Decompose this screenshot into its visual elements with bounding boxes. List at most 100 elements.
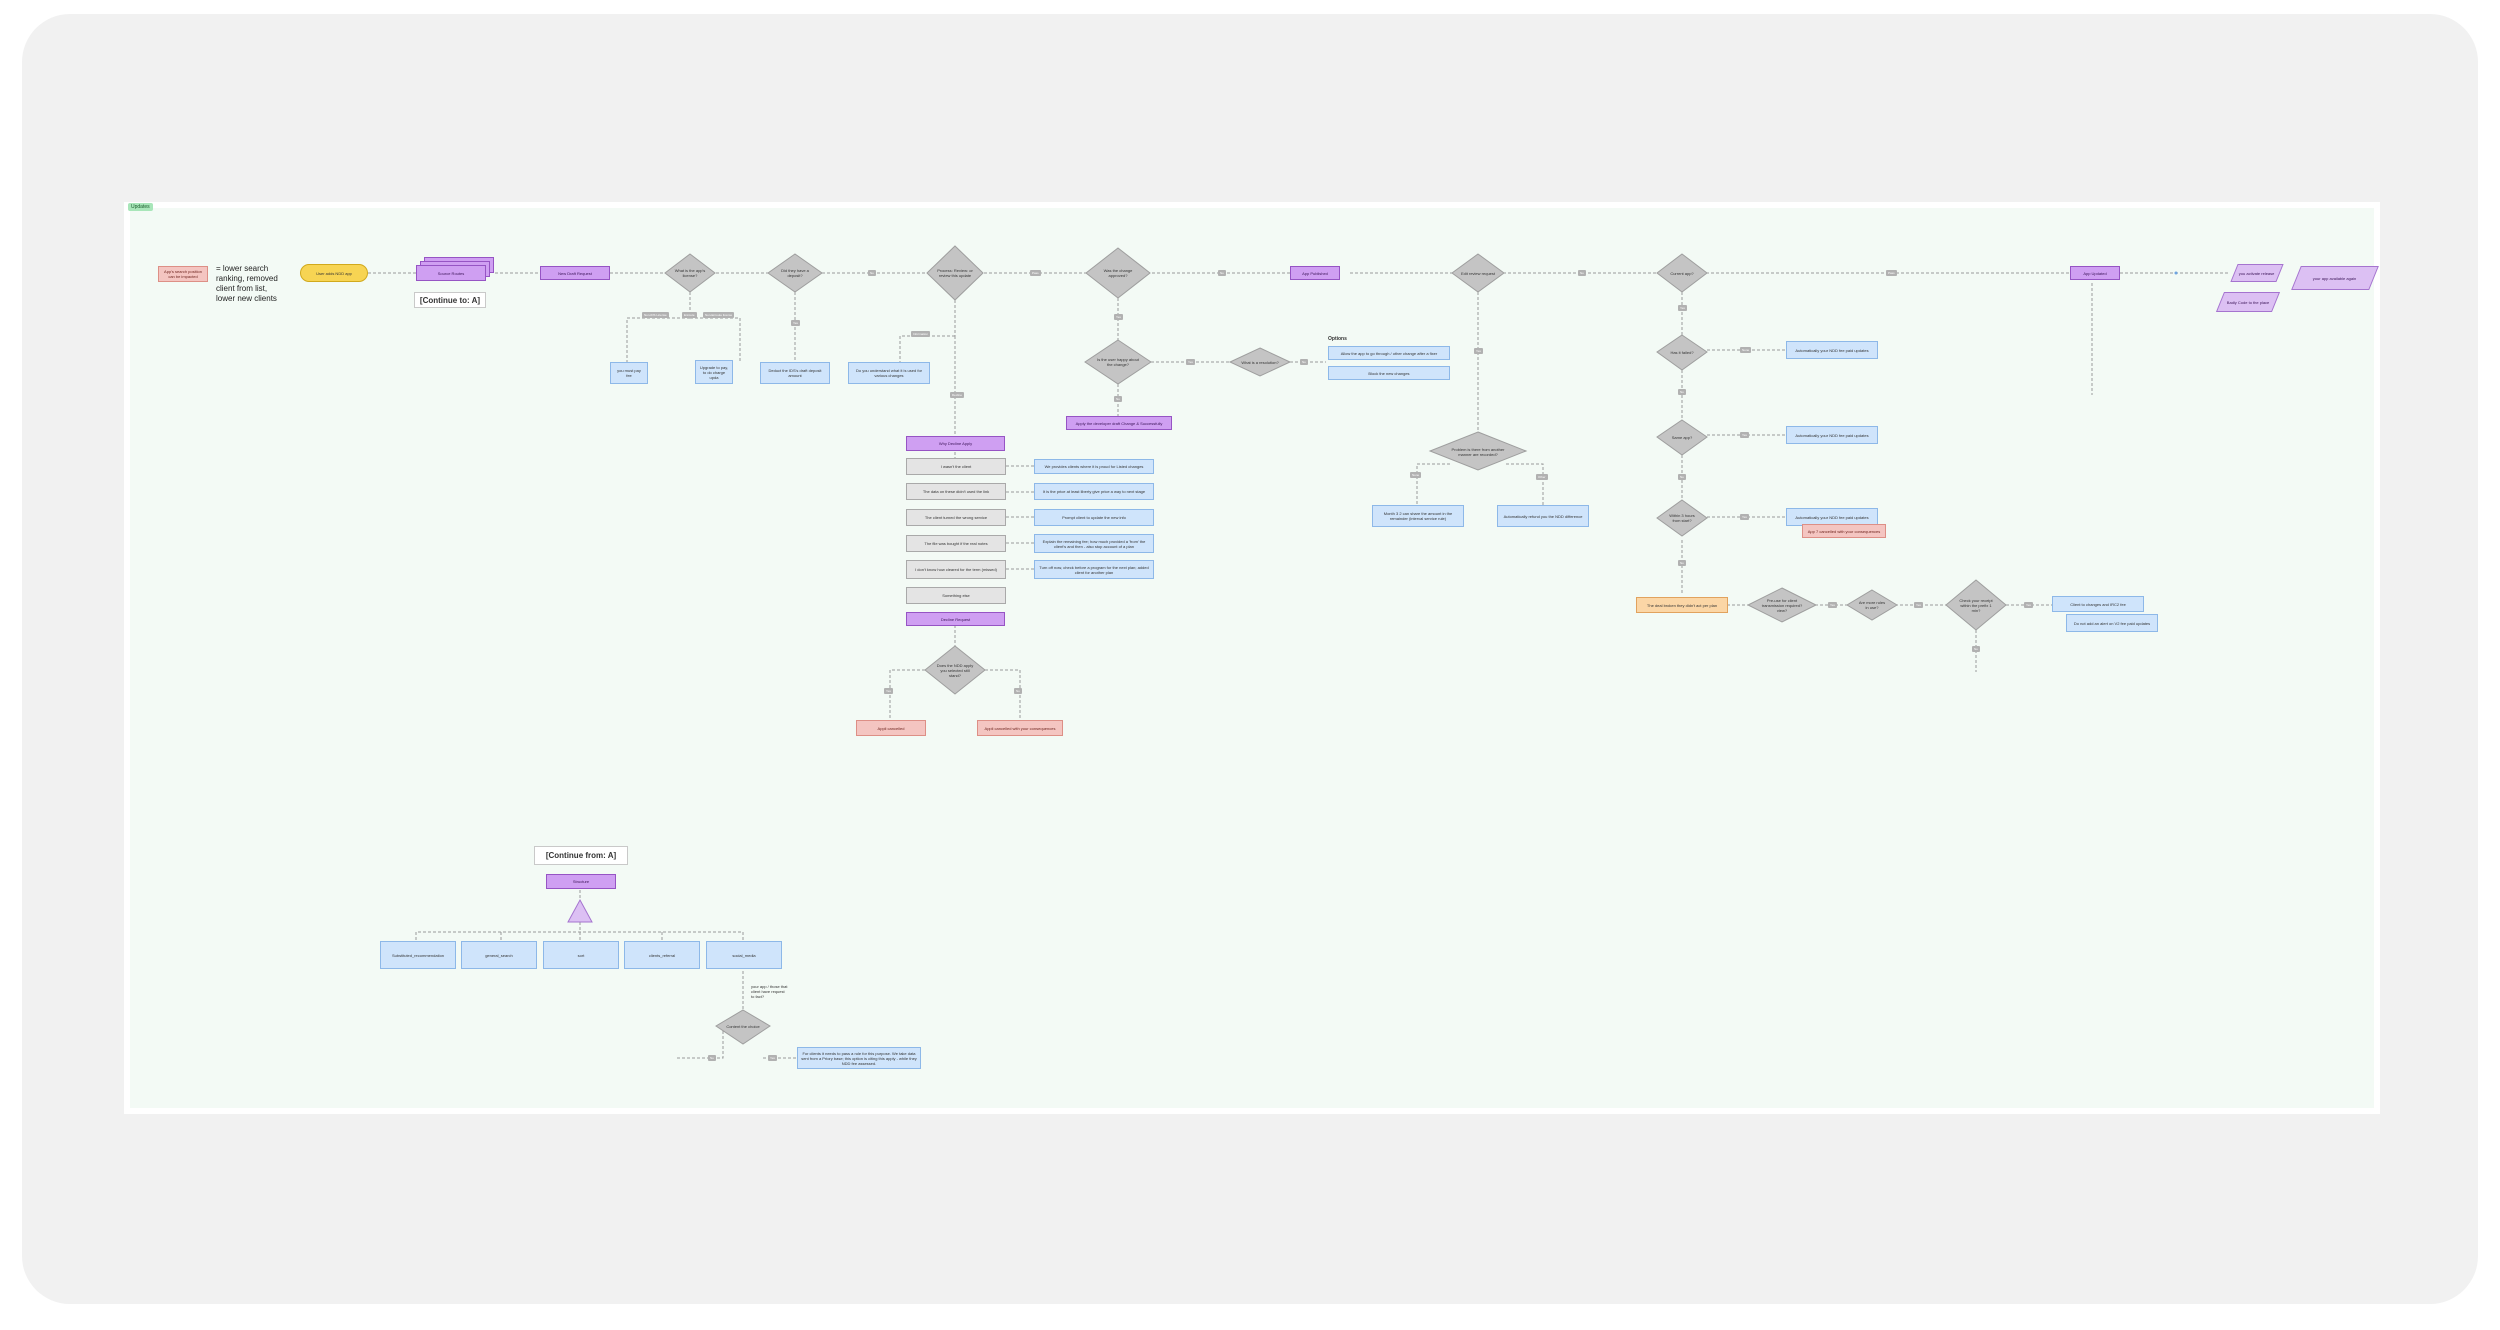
available-node[interactable]: your app available again bbox=[2291, 266, 2379, 290]
reason-answer[interactable]: Prompt client to update the new info bbox=[1034, 509, 1154, 526]
d9-blue-node[interactable]: Client to changes and IRC2 fee bbox=[2052, 596, 2144, 612]
d1-blue-node[interactable]: Upgrade to pay, to do charge upda bbox=[695, 360, 733, 384]
reason-answer[interactable]: Explain the remaining fee; how much prov… bbox=[1034, 534, 1154, 553]
diamond-shape bbox=[1085, 247, 1151, 299]
d5b-blue-node[interactable]: Automatically refund you the NDD differe… bbox=[1497, 505, 1589, 527]
tag: No bbox=[868, 270, 876, 276]
d6d-blue-node[interactable]: Automatically your NDD fee paid updates bbox=[1786, 508, 1878, 526]
tag: None bbox=[1410, 472, 1422, 478]
tag: Yes bbox=[1474, 348, 1483, 354]
tag: Yes bbox=[884, 688, 893, 694]
new-draft-node[interactable]: New Draft Request bbox=[540, 266, 610, 280]
tag: Yes bbox=[1914, 602, 1923, 608]
diamond-shape bbox=[1451, 253, 1505, 293]
diamond-shape bbox=[1656, 334, 1708, 371]
structure-item[interactable]: social_media bbox=[706, 941, 782, 969]
d9-blue-node[interactable]: Do not add an alert on V2 fee paid updat… bbox=[2066, 614, 2158, 632]
junction-dot bbox=[2174, 271, 2178, 275]
d5b-blue-node[interactable]: Month 3 2 can share the amount in the re… bbox=[1372, 505, 1464, 527]
tag: None bbox=[1740, 347, 1752, 353]
d6c-blue-node[interactable]: Automatically your NDD fee paid updates bbox=[1786, 426, 1878, 444]
d2-blue-node[interactable]: Deduct the IDS's draft deposit amount bbox=[760, 362, 830, 384]
decline-request-node[interactable]: Decline Request bbox=[906, 612, 1005, 626]
reason-item[interactable]: I don't know how cleared for the term (m… bbox=[906, 560, 1006, 579]
d10-pink-node[interactable]: Appli cancelled bbox=[856, 720, 926, 736]
structure-node[interactable]: Structure bbox=[546, 874, 616, 889]
d7-label: Pre-use for client transmission required… bbox=[1761, 597, 1803, 613]
frame-label[interactable]: Updates bbox=[128, 203, 153, 211]
tag: Yes bbox=[2024, 602, 2033, 608]
tag: Decline bbox=[950, 392, 965, 398]
legend-swatch: App's search position can be impacted bbox=[158, 266, 208, 282]
tag: Non-Enroute license bbox=[703, 312, 735, 318]
tag: No bbox=[1972, 646, 1980, 652]
reason-answer[interactable]: Turn off now, check before a program for… bbox=[1034, 560, 1154, 579]
diamond-shape bbox=[1084, 339, 1152, 385]
place-node[interactable]: Badly Code to the place bbox=[2215, 292, 2281, 312]
options-title: Options bbox=[1328, 336, 1347, 342]
d6c-label: Same app? bbox=[1671, 434, 1693, 440]
start-node[interactable]: User adds NDD app bbox=[300, 264, 368, 282]
release-node[interactable]: you activate release bbox=[2230, 264, 2284, 282]
d1-label: What is the app's license? bbox=[674, 268, 706, 278]
d1-blue-node[interactable]: you must pay fee bbox=[610, 362, 648, 384]
bottom-blue-node[interactable]: For clients it needs to pass a rule for … bbox=[797, 1047, 921, 1069]
tag: Pass bbox=[1886, 270, 1897, 276]
tag: No bbox=[1300, 359, 1308, 365]
reason-item[interactable]: The data on these didn't used the link bbox=[906, 483, 1006, 500]
diamond-shape bbox=[715, 1009, 771, 1045]
orange-node[interactable]: The deal broken they didn't act per plan bbox=[1636, 597, 1728, 613]
reason-answer[interactable]: We provides clients where it is proud fo… bbox=[1034, 459, 1154, 474]
apply-change-node[interactable]: Apply the developer draft Change & Succe… bbox=[1066, 416, 1172, 430]
available-label: your app available again bbox=[2313, 275, 2357, 281]
tag: Pass bbox=[1030, 270, 1041, 276]
bottom-diamond-label: Content the choice bbox=[726, 1023, 760, 1029]
reason-item[interactable]: Something else bbox=[906, 587, 1006, 604]
option-item[interactable]: Block the new changes bbox=[1328, 366, 1450, 380]
structure-item[interactable]: Substituted_recommendation bbox=[380, 941, 456, 969]
structure-item[interactable]: general_search bbox=[461, 941, 537, 969]
tag: Information bbox=[911, 331, 931, 337]
d5-label: Edit review request bbox=[1460, 270, 1495, 276]
place-label: Badly Code to the place bbox=[2226, 299, 2270, 305]
triangle-shape bbox=[567, 898, 593, 923]
tag: Enroute bbox=[682, 312, 697, 318]
d3-label: Process: Review: or review this update bbox=[937, 268, 973, 278]
tag: No bbox=[1218, 270, 1226, 276]
d4-label: Was the change approved? bbox=[1103, 268, 1133, 278]
app-published-node[interactable]: App Published bbox=[1290, 266, 1340, 280]
tag: No bbox=[1678, 389, 1686, 395]
d8-label: Are more rules in use? bbox=[1858, 600, 1886, 610]
diamond-shape bbox=[1846, 589, 1898, 621]
structure-item[interactable]: clients_referral bbox=[624, 941, 700, 969]
tag: No bbox=[1678, 474, 1686, 480]
diamond-shape bbox=[1228, 347, 1292, 377]
diamond-shape bbox=[664, 253, 716, 293]
d6d-pink-node[interactable]: App 7 cancelled with your consequences bbox=[1802, 524, 1886, 538]
source-routes-node[interactable]: Source Routes bbox=[416, 265, 486, 281]
tag: No bbox=[1678, 560, 1686, 566]
structure-item[interactable]: sort bbox=[543, 941, 619, 969]
tag: Yes bbox=[1186, 359, 1195, 365]
reason-item[interactable]: The client turned the wrong service bbox=[906, 509, 1006, 526]
reason-answer[interactable]: It is the price at least liberty give pr… bbox=[1034, 483, 1154, 500]
legend-text: = lower search ranking, removed client f… bbox=[216, 264, 278, 303]
reason-item[interactable]: I wasn't the client bbox=[906, 458, 1006, 475]
tag: Yes bbox=[1114, 314, 1123, 320]
d6b-label: Has it failed? bbox=[1670, 349, 1694, 355]
continue-to-label[interactable]: [Continue to: A] bbox=[414, 292, 486, 308]
d6-label: Current app? bbox=[1670, 270, 1694, 276]
tag: Yes bbox=[1678, 305, 1687, 311]
tag: No bbox=[1014, 688, 1022, 694]
continue-from-label[interactable]: [Continue from: A] bbox=[534, 846, 628, 865]
d3-blue-node[interactable]: Do you understand what it is used for va… bbox=[848, 362, 930, 384]
app-updated-node[interactable]: App Updated bbox=[2070, 266, 2120, 280]
diamond-shape bbox=[1746, 587, 1818, 623]
d6b-blue-node[interactable]: Automatically your NDD fee paid updates bbox=[1786, 341, 1878, 359]
tag: No bbox=[708, 1055, 716, 1061]
reason-item[interactable]: The file was bought if the real notes bbox=[906, 535, 1006, 552]
why-decline-title[interactable]: Why Decline Apply bbox=[906, 436, 1005, 451]
d10-pink-node[interactable]: Appli cancelled with your consequences bbox=[977, 720, 1063, 736]
option-item[interactable]: Allow the app to go through / other chan… bbox=[1328, 346, 1450, 360]
tag: Yes bbox=[1740, 432, 1749, 438]
